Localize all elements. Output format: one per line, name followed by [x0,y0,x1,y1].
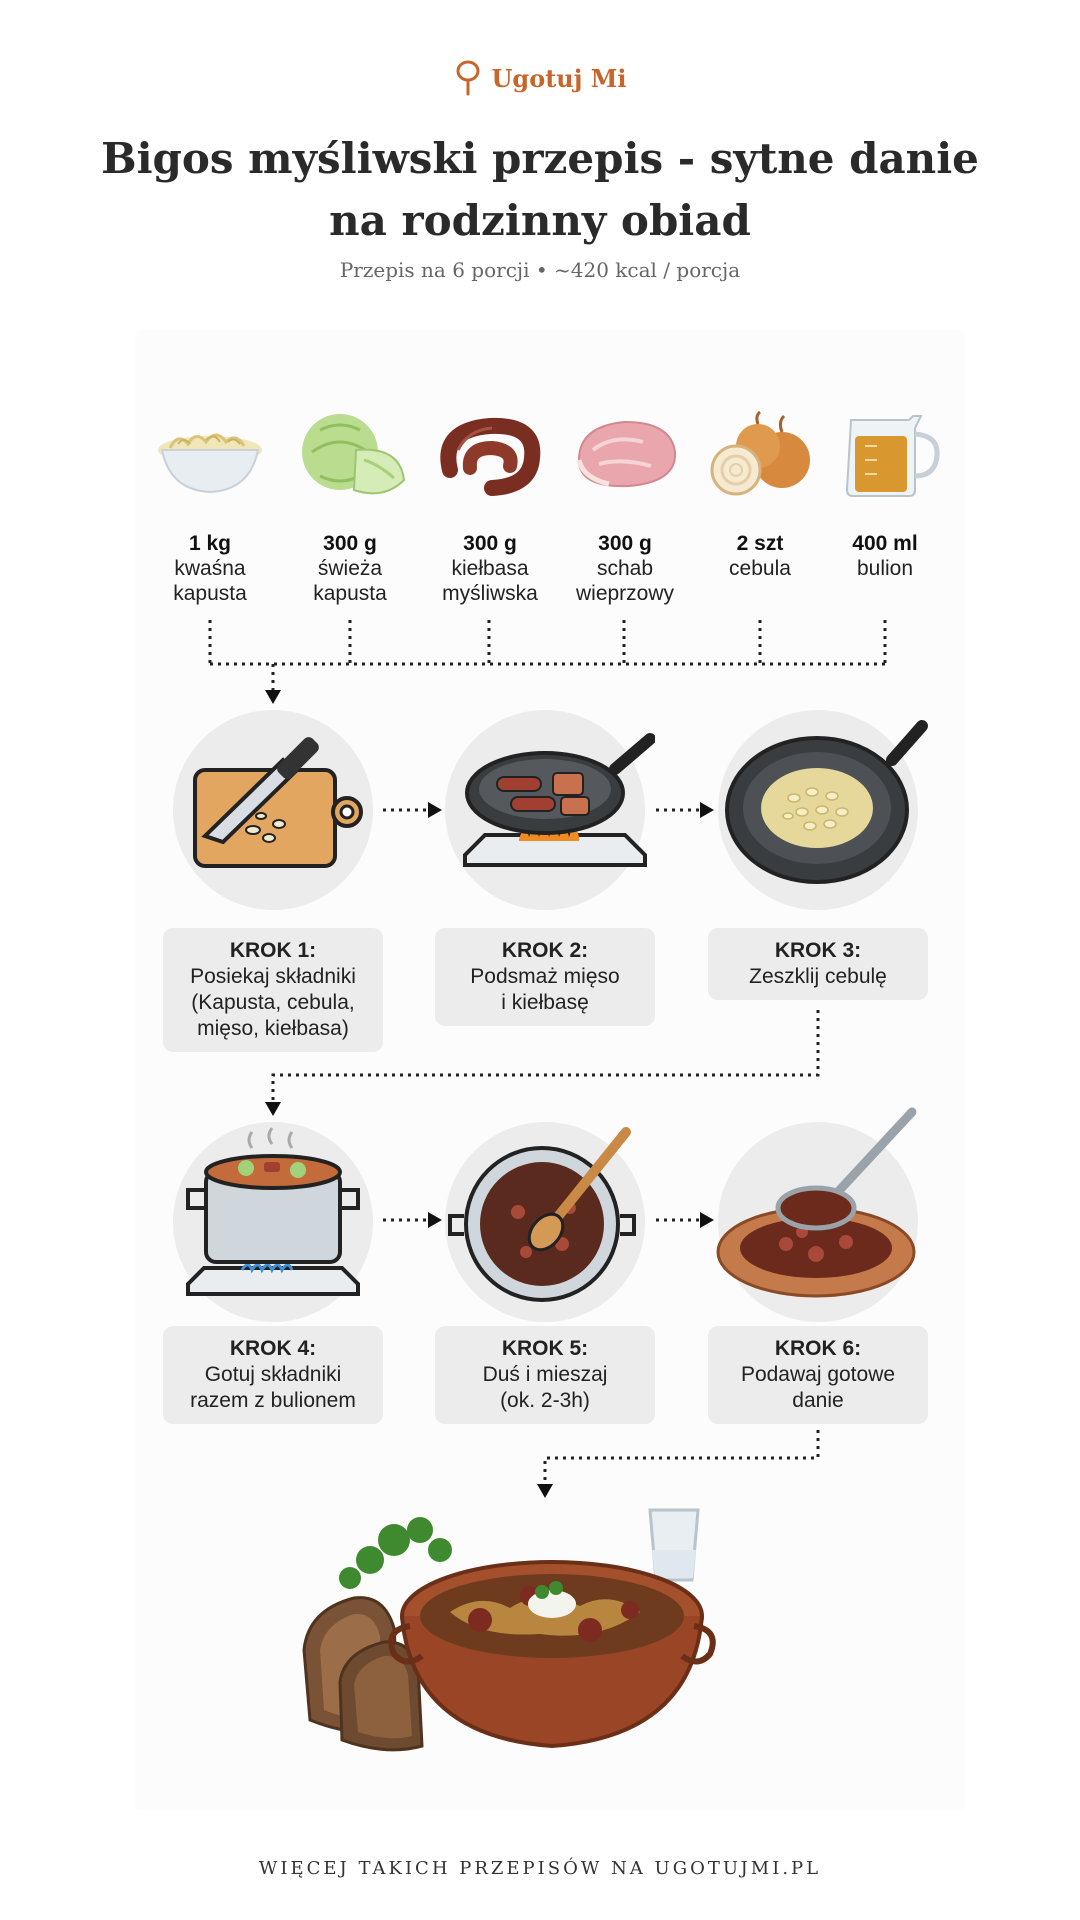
ingredient-quantity: 300 g [463,532,517,555]
step-label: KROK 1: [229,939,317,962]
step-card: KROK 1: Posiekaj składniki (Kapusta, ceb… [163,928,383,1052]
step-card: KROK 2: Podsmaż mięso i kiełbasę [435,928,655,1026]
ingredient-item: 2 szt cebula [690,410,830,581]
footer-link[interactable]: WIĘCEJ TAKICH PRZEPISÓW NA UGOTUJMI.PL [258,1858,822,1879]
step-card: KROK 5: Duś i mieszaj (ok. 2-3h) [435,1326,655,1424]
ingredient-name: cebula [729,557,791,580]
brand-name: Ugotuj Mi [491,63,627,93]
step-description: Podsmaż mięso i kiełbasę [470,965,620,1014]
ingredient-quantity: 300 g [323,532,377,555]
ingredient-quantity: 2 szt [736,532,784,555]
step-label: KROK 3: [774,939,862,962]
recipe-subtitle: Przepis na 6 porcji • ~420 kcal / porcja [339,258,741,282]
ingredient-item: 300 g świeża kapusta [280,410,420,606]
pork-loin-icon [576,420,677,488]
broth-jug-icon [845,415,940,497]
ingredient-item: 300 g schab wieprzowy [555,410,695,606]
ingredient-quantity: 1 kg [188,532,232,555]
ingredient-item: 1 kg kwaśna kapusta [140,410,280,606]
frying-pan-stove-icon [463,733,655,867]
step-description: Zeszklij cebulę [749,965,887,988]
ingredient-name: bulion [856,557,914,580]
step-card: KROK 4: Gotuj składniki razem z bulionem [163,1326,383,1424]
step-description: Duś i mieszaj (ok. 2-3h) [482,1363,608,1412]
ingredient-name: kiełbasa myśliwska [442,557,538,605]
step-description: Podawaj gotowe danie [740,1363,896,1412]
cabbage-icon [302,414,406,495]
brand-logo[interactable]: Ugotuj Mi [0,60,1080,96]
cutting-board-knife-icon [193,737,363,868]
pot-spoon-icon [448,1127,636,1302]
pot-stove-icon [186,1127,360,1296]
step-description: Gotuj składniki razem z bulionem [190,1363,356,1412]
plate-ladle-icon [716,1107,917,1298]
ingredient-item: 400 ml bulion [815,410,955,581]
sausage-icon [440,417,541,496]
step-label: KROK 4: [229,1337,317,1360]
step-label: KROK 6: [774,1337,862,1360]
page-title: Bigos myśliwski przepis - sytne danie na… [101,134,979,245]
sauerkraut-bowl-icon [158,433,262,494]
ingredient-name: schab wieprzowy [575,557,675,605]
ingredient-quantity: 300 g [598,532,652,555]
pan-onion-icon [725,720,928,884]
step-description: Posiekaj składniki (Kapusta, cebula, mię… [190,965,356,1040]
step-label: KROK 5: [501,1337,589,1360]
step-label: KROK 2: [501,939,589,962]
step-card: KROK 6: Podawaj gotowe danie [708,1326,928,1424]
bigos-bowl-icon [302,1508,716,1752]
ingredient-name: kwaśna kapusta [173,557,247,605]
spoon-icon [456,60,479,96]
ingredient-name: świeża kapusta [313,557,387,605]
onion-icon [710,410,810,496]
step-card: KROK 3: Zeszklij cebulę [708,928,928,1000]
ingredient-quantity: 400 ml [852,532,918,555]
ingredient-item: 300 g kiełbasa myśliwska [420,410,560,606]
